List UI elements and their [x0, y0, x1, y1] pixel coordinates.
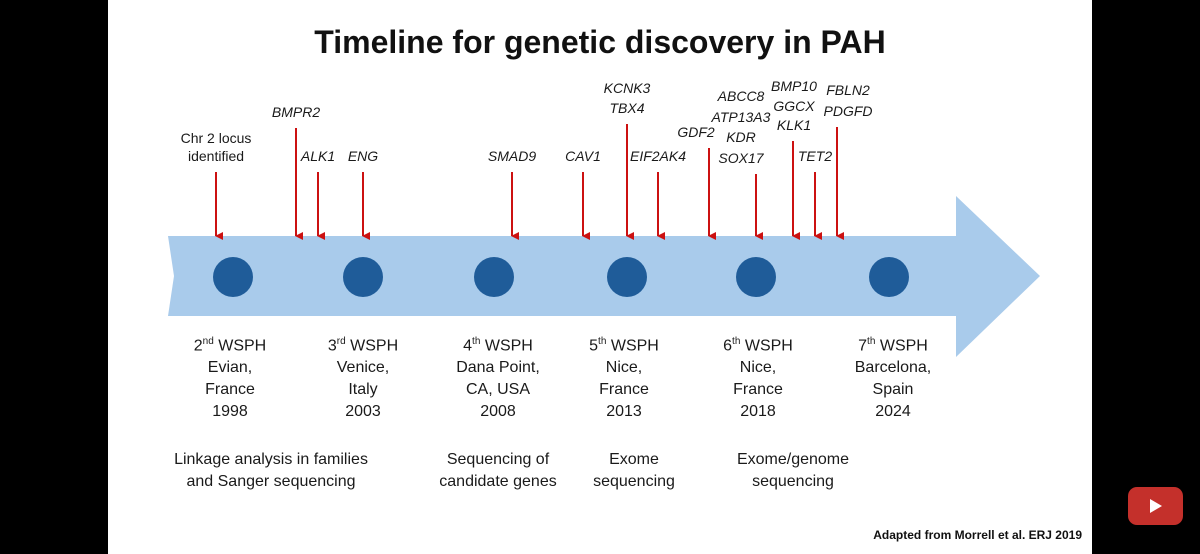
- discovery-label-4-1: ENG: [348, 148, 378, 164]
- approach-exome-genome: Exome/genome sequencing: [736, 451, 850, 490]
- discovery-label-11-2: GGCX: [773, 98, 815, 114]
- slide-title: Timeline for genetic discovery in PAH: [314, 24, 886, 60]
- discovery-label-8-1: EIF2AK4: [630, 148, 686, 164]
- meeting-label-4th: 4th WSPH Dana Point, CA, USA 2008: [456, 336, 540, 421]
- timeline-arrow-group: [168, 196, 1040, 357]
- discovery-label-12-1: TET2: [798, 148, 832, 164]
- discovery-label-1-1: Chr 2 locus: [181, 130, 252, 146]
- approach-candidate-genes: Sequencing of candidate genes: [439, 451, 557, 490]
- meeting-marker-6: [869, 257, 909, 297]
- meeting-marker-4: [607, 257, 647, 297]
- meeting-marker-1: [213, 257, 253, 297]
- discovery-label-13-2: PDGFD: [824, 103, 873, 119]
- meeting-label-5th: 5th WSPH Nice, France 2013: [589, 336, 659, 421]
- discovery-label-10-1: ABCC8: [717, 88, 765, 104]
- discovery-label-7-1: KCNK3: [604, 80, 651, 96]
- discovery-pointers: [215, 124, 844, 240]
- discovery-label-7-2: TBX4: [609, 100, 644, 116]
- discovery-label-10-2: ATP13A3: [711, 109, 771, 125]
- meeting-marker-3: [474, 257, 514, 297]
- citation: Adapted from Morrell et al. ERJ 2019: [873, 528, 1082, 542]
- discovery-label-2-1: BMPR2: [272, 104, 320, 120]
- approach-linkage: Linkage analysis in families and Sanger …: [174, 451, 368, 490]
- discovery-label-11-1: BMP10: [771, 78, 817, 94]
- discovery-label-6-1: CAV1: [565, 148, 601, 164]
- discovery-label-10-3: KDR: [726, 129, 756, 145]
- discovery-label-9-1: GDF2: [677, 124, 715, 140]
- discovery-label-5-1: SMAD9: [488, 148, 536, 164]
- discovery-label-11-3: KLK1: [777, 117, 811, 133]
- youtube-play-icon: [1150, 499, 1162, 513]
- meeting-marker-2: [343, 257, 383, 297]
- meeting-label-2nd: 2nd WSPH Evian, France 1998: [193, 336, 267, 421]
- youtube-play-button[interactable]: [1128, 487, 1183, 525]
- approach-exome: Exome sequencing: [593, 451, 675, 490]
- discovery-label-1-2: identified: [188, 148, 244, 164]
- meeting-label-7th: 7th WSPH Barcelona, Spain 2024: [854, 336, 932, 421]
- meeting-label-6th: 6th WSPH Nice, France 2018: [723, 336, 793, 421]
- discovery-label-3-1: ALK1: [300, 148, 335, 164]
- slide: Timeline for genetic discovery in PAH Ch…: [108, 0, 1092, 554]
- discovery-label-10-4: SOX17: [718, 150, 764, 166]
- meeting-marker-5: [736, 257, 776, 297]
- discovery-label-13-1: FBLN2: [826, 82, 870, 98]
- timeline-arrow: [168, 196, 1040, 357]
- meeting-label-3rd: 3rd WSPH Venice, Italy 2003: [327, 336, 399, 421]
